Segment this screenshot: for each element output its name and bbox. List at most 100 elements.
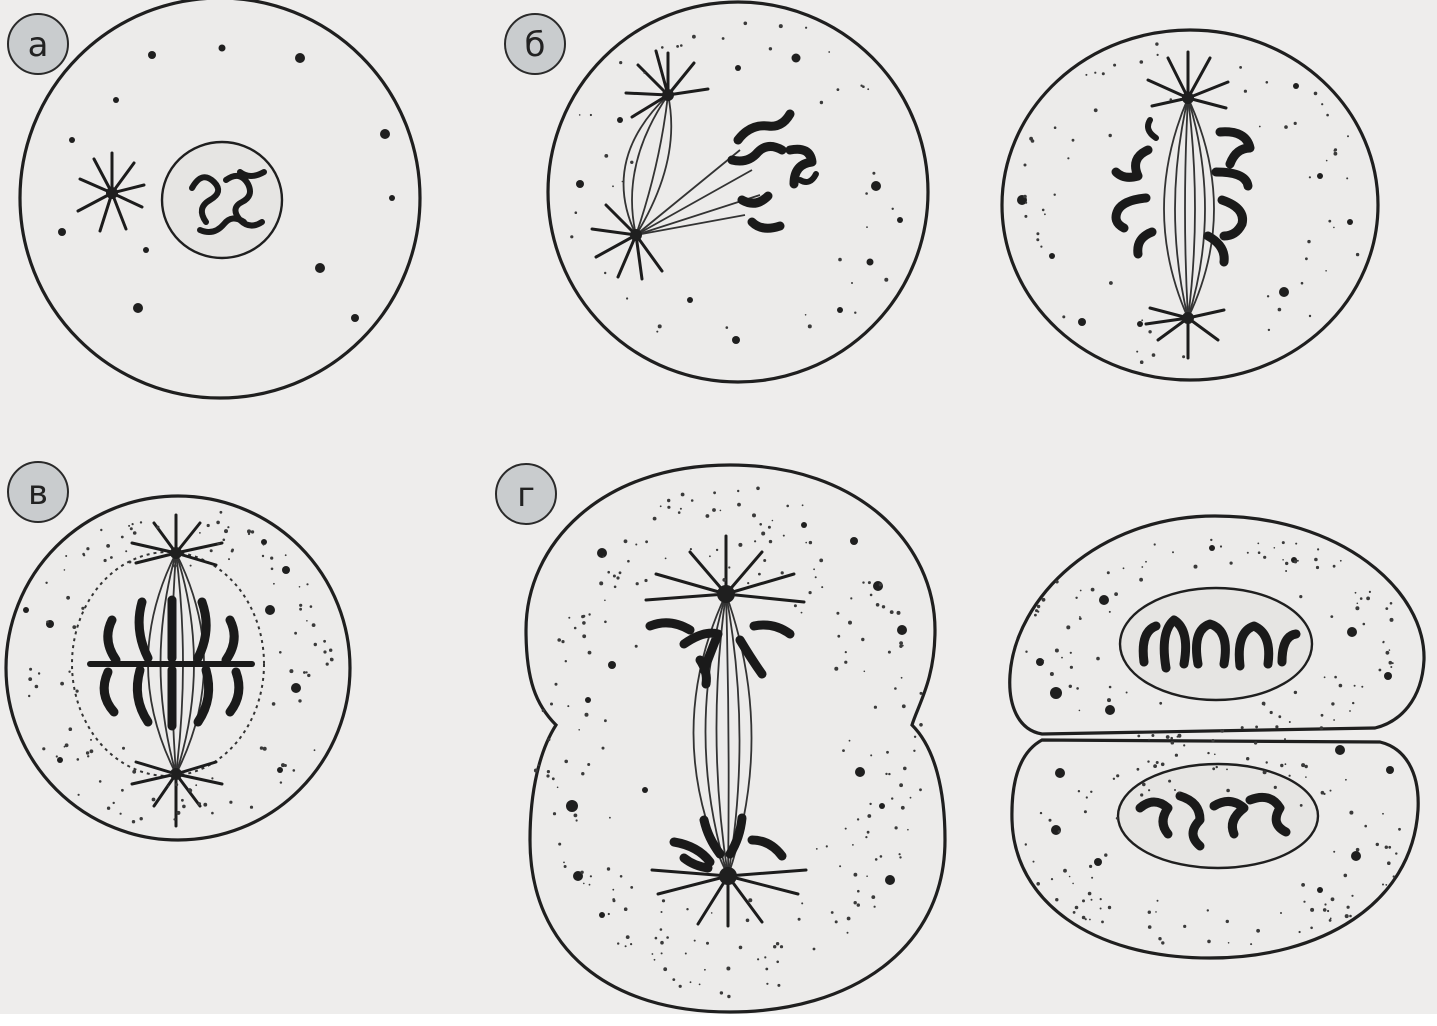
label-v: в (8, 462, 68, 522)
speck (1088, 892, 1092, 896)
speck (764, 956, 766, 958)
speck (1113, 64, 1116, 67)
speck (635, 645, 638, 648)
speck (864, 671, 866, 673)
speck (1390, 618, 1394, 622)
speck (758, 573, 761, 576)
speck (1369, 591, 1371, 593)
speck (620, 875, 623, 878)
speck (711, 912, 713, 914)
speck (262, 555, 264, 557)
speck (913, 750, 915, 752)
speck (1250, 943, 1252, 945)
speck (1333, 719, 1335, 721)
speck (1301, 883, 1305, 887)
speck (306, 671, 308, 673)
speck (110, 556, 113, 559)
speck (260, 746, 263, 749)
speck (870, 754, 872, 756)
speck (819, 559, 823, 563)
speck (899, 853, 901, 855)
speck (704, 969, 706, 971)
speck (574, 814, 578, 818)
speck (1049, 819, 1052, 822)
speck (1036, 232, 1039, 235)
speck (28, 695, 30, 697)
speck (590, 114, 592, 116)
speck (280, 781, 282, 783)
speck (576, 819, 578, 821)
speck (1267, 295, 1269, 297)
speck (298, 699, 301, 702)
speck (1069, 876, 1071, 878)
speck (1024, 215, 1027, 218)
speck (1256, 929, 1260, 933)
speck (897, 611, 901, 615)
speck (619, 61, 622, 64)
speck (199, 532, 201, 534)
speck (599, 581, 603, 585)
speck (1323, 908, 1327, 912)
speck (1307, 240, 1310, 243)
speck (681, 493, 685, 497)
speck (678, 511, 681, 514)
speck (1385, 884, 1387, 886)
nucleus-bottom (1118, 764, 1318, 868)
speck (1080, 590, 1082, 592)
speck (781, 571, 784, 574)
speck (862, 581, 864, 583)
speck (271, 568, 274, 571)
speck (836, 612, 839, 615)
speck (582, 634, 586, 638)
speck (570, 235, 573, 238)
speck (680, 44, 683, 47)
speck (1262, 702, 1266, 706)
speck (1148, 925, 1152, 929)
speck (1393, 875, 1395, 877)
speck (895, 826, 898, 829)
speck (87, 755, 89, 757)
speck (1140, 793, 1143, 796)
speck (1148, 789, 1150, 791)
speck (660, 928, 663, 931)
speck (133, 531, 137, 535)
speck (888, 651, 891, 654)
speck (588, 651, 592, 655)
speck (1063, 869, 1067, 873)
speck (203, 803, 207, 807)
speck (1140, 60, 1144, 64)
speck (170, 773, 172, 775)
speck (1082, 899, 1085, 902)
speck (1211, 739, 1214, 742)
speck (1089, 919, 1091, 921)
speck (1212, 767, 1215, 770)
speck (1230, 562, 1233, 565)
speck (590, 875, 592, 877)
speck (866, 226, 868, 228)
speck (1168, 780, 1171, 783)
speck (1361, 686, 1363, 688)
speck (182, 805, 186, 809)
speck (1254, 741, 1257, 744)
speck (1137, 768, 1140, 771)
speck (175, 783, 178, 786)
speck (726, 326, 729, 329)
speck (667, 506, 670, 509)
speck (1241, 726, 1244, 729)
speck (1051, 878, 1053, 880)
speck (1274, 786, 1277, 789)
speck (706, 514, 710, 518)
speck (801, 902, 803, 904)
speck (1347, 135, 1349, 137)
speck (1285, 562, 1288, 565)
speck (542, 709, 545, 712)
speck (72, 625, 76, 629)
speck (100, 529, 102, 531)
speck (1086, 796, 1088, 798)
speck (1226, 920, 1229, 923)
speck (1076, 687, 1079, 690)
speck (1070, 652, 1072, 654)
speck (777, 984, 780, 987)
speck (713, 491, 716, 494)
